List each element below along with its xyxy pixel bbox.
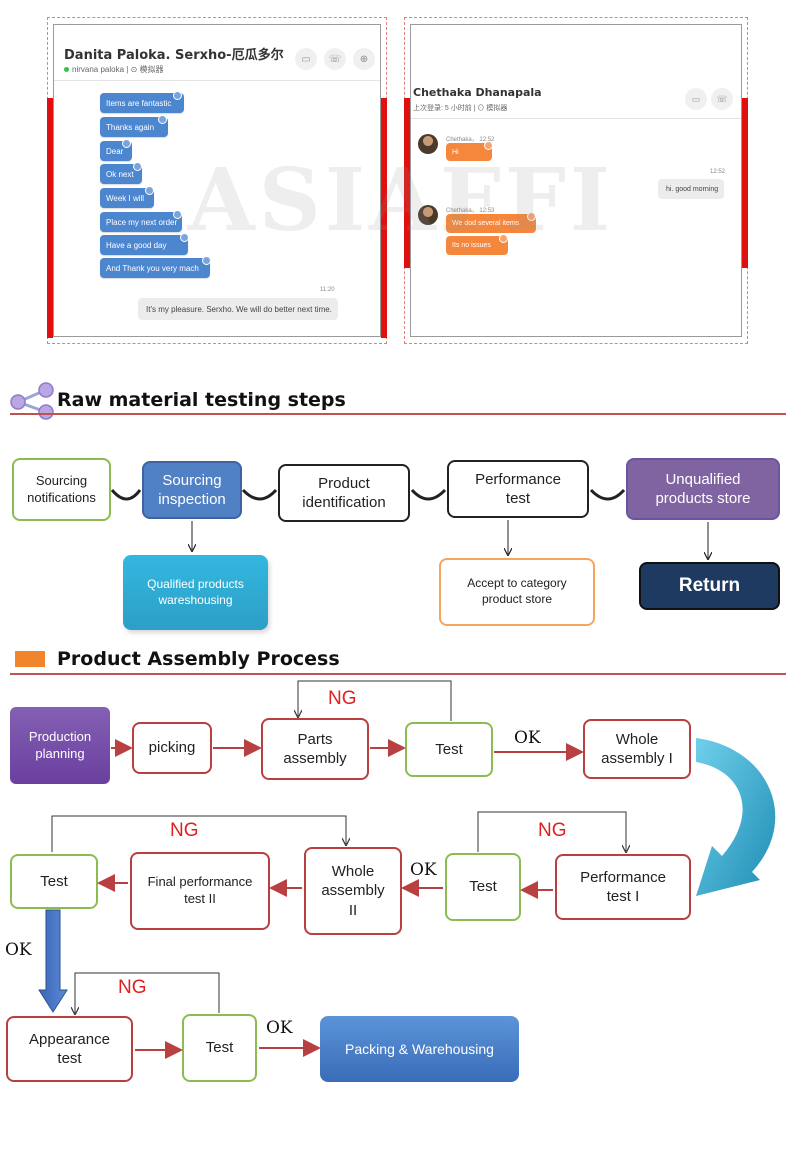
add-contact-icon[interactable]: ⊕ — [353, 48, 375, 70]
chat-message: Its no issues — [446, 236, 508, 255]
chat-message: Have a good day — [100, 235, 188, 255]
accent-bar — [404, 98, 410, 268]
share-icon — [10, 382, 54, 420]
ng-label: NG — [328, 688, 357, 709]
reaction-icon[interactable] — [180, 233, 189, 242]
message-meta: Chethaka， 12:53 — [446, 208, 495, 214]
flow-box-sourcing-notifications: Sourcing notifications — [12, 458, 111, 521]
avatar — [418, 205, 438, 225]
online-dot-icon — [64, 67, 69, 73]
avatar — [418, 134, 438, 154]
ok-label: OK — [514, 728, 541, 748]
message-meta: Chethaka， 12:52 — [446, 137, 495, 143]
ok-label: OK — [266, 1018, 293, 1038]
contact-name: Danita Paloka. Serxho-厄瓜多尔 — [64, 48, 284, 63]
ng-label: NG — [118, 977, 147, 998]
ng-label: NG — [170, 820, 199, 841]
chat-message: And Thank you very mach — [100, 258, 210, 278]
chat-message: Place my next order — [100, 212, 182, 232]
reaction-icon[interactable] — [499, 234, 508, 243]
flow-box-performance-test: Performance test — [447, 460, 589, 518]
message-time: 12:52 — [710, 169, 726, 175]
flow-box-final-performance-test-2: Final performance test II — [130, 852, 270, 930]
contact-status: 上次登录: 5 小时前 | ⊙ 模拟器 — [413, 105, 508, 112]
flow-box-packing-warehousing: Packing & Warehousing — [320, 1016, 519, 1082]
flow-box-test-2: Test — [445, 853, 521, 921]
flow-box-test-4: Test — [182, 1014, 257, 1082]
reaction-icon[interactable] — [173, 91, 182, 100]
flow-box-return: Return — [639, 562, 780, 610]
flow-box-picking: picking — [132, 722, 212, 774]
reaction-icon[interactable] — [484, 141, 493, 150]
ok-label: OK — [410, 860, 437, 880]
chat-message: Hi — [446, 143, 492, 161]
reply-message: It's my pleasure. Serxho. We will do bet… — [138, 298, 338, 320]
chat-message: Ok next — [100, 164, 142, 184]
contact-status: nirvana paloka | ⊙ 模拟器 — [64, 64, 164, 75]
reply-message: hi. good morning — [658, 179, 724, 199]
flow-box-product-identification: Product identification — [278, 464, 410, 522]
reaction-icon[interactable] — [158, 115, 167, 124]
ok-label: OK — [5, 940, 32, 960]
header-divider — [54, 80, 380, 81]
flow-box-qualified-warehousing: Qualified products wareshousing — [123, 555, 268, 630]
section-divider — [10, 673, 786, 675]
flow-box-sourcing-inspection: Sourcing inspection — [142, 461, 242, 519]
reaction-icon[interactable] — [145, 186, 154, 195]
flow-box-unqualified-store: Unqualified products store — [626, 458, 780, 520]
chat-message: Thanks again — [100, 117, 168, 137]
section-square-icon — [15, 651, 45, 667]
section-title: Raw material testing steps — [57, 389, 346, 411]
flow-box-whole-assembly-2: Whole assembly II — [304, 847, 402, 935]
flow-box-production-planning: Production planning — [10, 707, 110, 784]
ng-label: NG — [538, 820, 567, 841]
watermark-text: ASIAFFI — [188, 150, 615, 251]
contact-name: Chethaka Dhanapala — [413, 86, 542, 99]
phone-call-icon[interactable]: ☏ — [324, 48, 346, 70]
section-divider — [10, 413, 786, 415]
chat-message: Items are fantastic — [100, 93, 184, 113]
phone-call-icon[interactable]: ☏ — [711, 88, 733, 110]
accent-bar — [381, 98, 387, 338]
flow-box-appearance-test: Appearance test — [6, 1016, 133, 1082]
video-call-icon[interactable]: ▭ — [685, 88, 707, 110]
reaction-icon[interactable] — [202, 256, 211, 265]
accent-bar — [742, 98, 748, 268]
chat-message: Week I will — [100, 188, 154, 208]
reaction-icon[interactable] — [527, 212, 536, 221]
accent-bar — [47, 98, 53, 338]
flow-box-performance-test-1: Performance test I — [555, 854, 691, 920]
reaction-icon[interactable] — [173, 210, 182, 219]
flow-box-parts-assembly: Parts assembly — [261, 718, 369, 780]
video-call-icon[interactable]: ▭ — [295, 48, 317, 70]
section-title: Product Assembly Process — [57, 648, 340, 670]
flow-box-whole-assembly-1: Whole assembly I — [583, 719, 691, 779]
flow-box-accept-category: Accept to category product store — [439, 558, 595, 626]
message-time: 11:20 — [320, 287, 335, 293]
header-divider — [411, 118, 741, 119]
chat-message: We dod several items — [446, 214, 536, 233]
reaction-icon[interactable] — [122, 139, 131, 148]
reaction-icon[interactable] — [133, 162, 142, 171]
flow-box-test-1: Test — [405, 722, 493, 777]
